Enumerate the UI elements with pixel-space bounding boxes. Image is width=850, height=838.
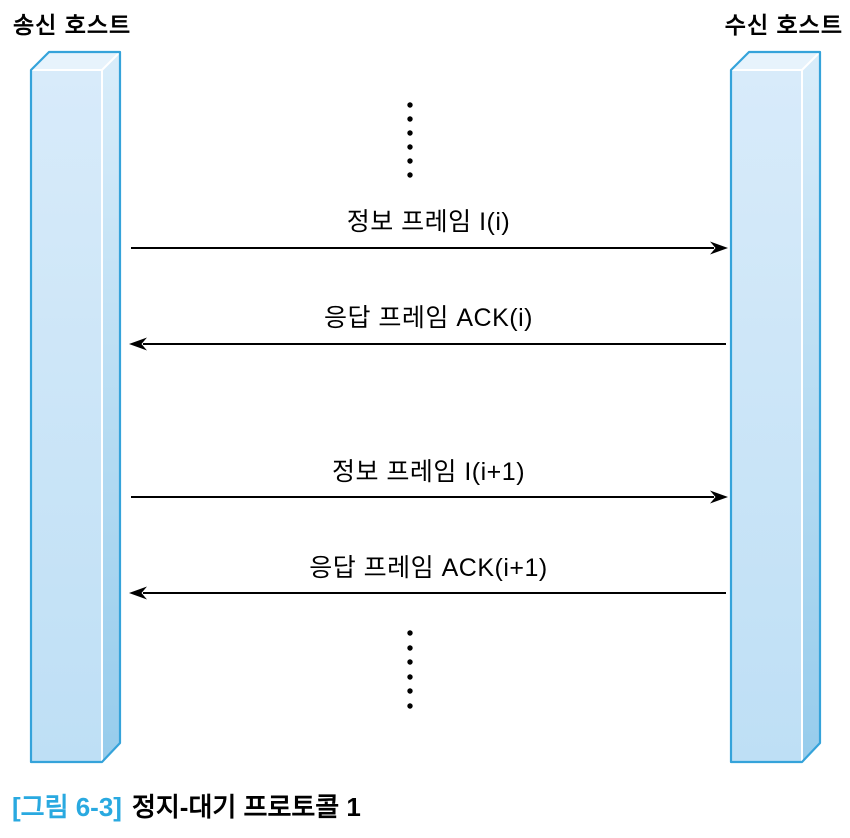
arrowhead-left-icon (129, 586, 147, 600)
message-arrow-ack-i1 (129, 586, 726, 600)
arrowhead-right-icon (710, 241, 728, 255)
sender-bar-side-face (102, 52, 120, 762)
figure-caption: [그림 6-3] 정지-대기 프로토콜 1 (12, 789, 361, 825)
receiver-host-label: 수신 호스트 (724, 12, 843, 38)
message-arrow-info-i1 (131, 490, 728, 504)
message-label-ack-i1: 응답 프레임 ACK(i+1) (309, 554, 548, 582)
message-label-ack-i: 응답 프레임 ACK(i) (323, 304, 533, 332)
figure-caption-title: 정지-대기 프로토콜 1 (131, 792, 361, 822)
receiver-host-bar (729, 50, 822, 764)
sender-bar-outline (29, 50, 122, 764)
message-arrow-ack-i (129, 337, 726, 351)
receiver-bar-top-face (731, 52, 820, 70)
sender-host-bar (29, 50, 122, 764)
figure-caption-tag: [그림 6-3] (12, 792, 122, 822)
message-label-info-i1: 정보 프레임 I(i+1) (331, 458, 526, 486)
message-label-info-i: 정보 프레임 I(i) (346, 208, 511, 236)
ellipsis-dots-top-icon (407, 102, 413, 178)
sender-bar-top-face (31, 52, 120, 70)
sender-host-label: 송신 호스트 (13, 12, 132, 38)
receiver-bar-front-face (731, 70, 802, 762)
sender-bar-front-face (31, 70, 102, 762)
ellipsis-dots-bottom-icon (407, 630, 413, 709)
receiver-bar-outline (729, 50, 822, 764)
receiver-bar-edge (801, 51, 821, 71)
message-arrow-info-i (131, 241, 728, 255)
arrowhead-left-icon (129, 337, 147, 351)
receiver-bar-side-face (802, 52, 820, 762)
arrowhead-right-icon (710, 490, 728, 504)
sender-bar-edge (101, 51, 121, 71)
